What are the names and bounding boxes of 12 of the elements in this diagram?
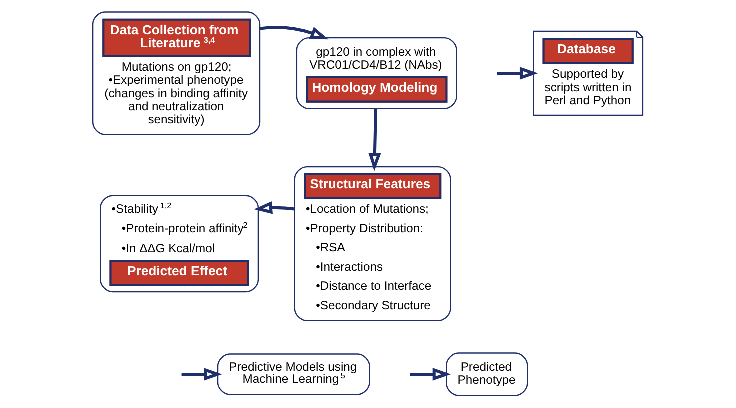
- node-box: •Stability$^{1,2}$ •Protein-protein affinity$^{2}$ •In ΔΔG Kcal/mol Predicted Effect: [100, 195, 260, 293]
- node-box: gp120 in complex with VRC01/CD4/B12 (NAbs) Homology Modeling: [296, 37, 458, 110]
- arrow: [410, 368, 452, 381]
- arrow: [182, 368, 222, 381]
- node-box: Predicted Phenotype: [446, 352, 528, 396]
- arrow: [260, 26, 329, 40]
- arrow: [254, 202, 296, 214]
- node-box: Predictive Models using Machine Learning$^{5}$: [217, 354, 370, 396]
- node-box: Data Collection from Literature$^{3,4}$ Mutations on gp120; •Experimental phenotype (changes in binding affinity and neutralization sensitivity): [92, 12, 261, 136]
- arrow: [497, 67, 538, 80]
- node-box: Structural Features •Location of Mutations; •Property Distribution: •RSA •Interactions •Distance to Interface •Secondary Structure: [294, 166, 452, 322]
- arrow: [368, 108, 382, 172]
